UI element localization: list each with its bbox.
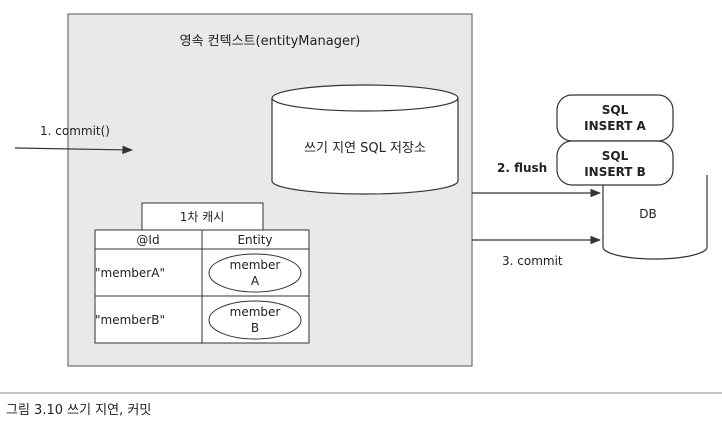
sql-insert-a: SQL INSERT A (556, 94, 674, 142)
step-db-commit-label: 3. commit (502, 254, 563, 268)
first-level-cache-title-box (141, 202, 264, 231)
entity-name: member (230, 305, 281, 319)
figure-caption: 그림 3.10 쓰기 지연, 커밋 (6, 403, 152, 418)
entity-suffix: B (251, 321, 259, 335)
write-behind-sql-store-label: 쓰기 지연 SQL 저장소 (304, 141, 426, 156)
cache-header-entity: Entity (237, 233, 272, 247)
write-behind-sql-store: 쓰기 지연 SQL 저장소 (271, 84, 459, 195)
first-level-cache: 1차 캐시 @Id Entity "memberA" member A "mem… (94, 202, 310, 344)
entity-bubble (208, 253, 302, 293)
cache-row-id: "memberB" (95, 313, 165, 327)
sql-insert-b: SQL INSERT B (556, 140, 674, 186)
entity-suffix: A (251, 274, 260, 288)
first-level-cache-title: 1차 캐시 (180, 210, 225, 224)
step-commit-label: 1. commit() (40, 124, 110, 138)
commit-arrow (14, 145, 134, 155)
entity-name: member (230, 258, 281, 272)
sql-insert-b-line2: INSERT B (584, 165, 646, 179)
cache-row-id: "memberA" (95, 266, 165, 280)
entity-bubble (208, 300, 302, 340)
sql-insert-b-line1: SQL (602, 149, 629, 163)
database: DB (602, 175, 708, 260)
persistence-context-title: 영속 컨텍스트(entityManager) (180, 34, 361, 49)
step-flush-label: 2. flush (497, 161, 547, 175)
sql-insert-a-line1: SQL (602, 103, 629, 117)
cache-header-id: @Id (136, 233, 159, 247)
sql-insert-a-line2: INSERT A (584, 119, 646, 133)
database-label: DB (639, 207, 656, 221)
